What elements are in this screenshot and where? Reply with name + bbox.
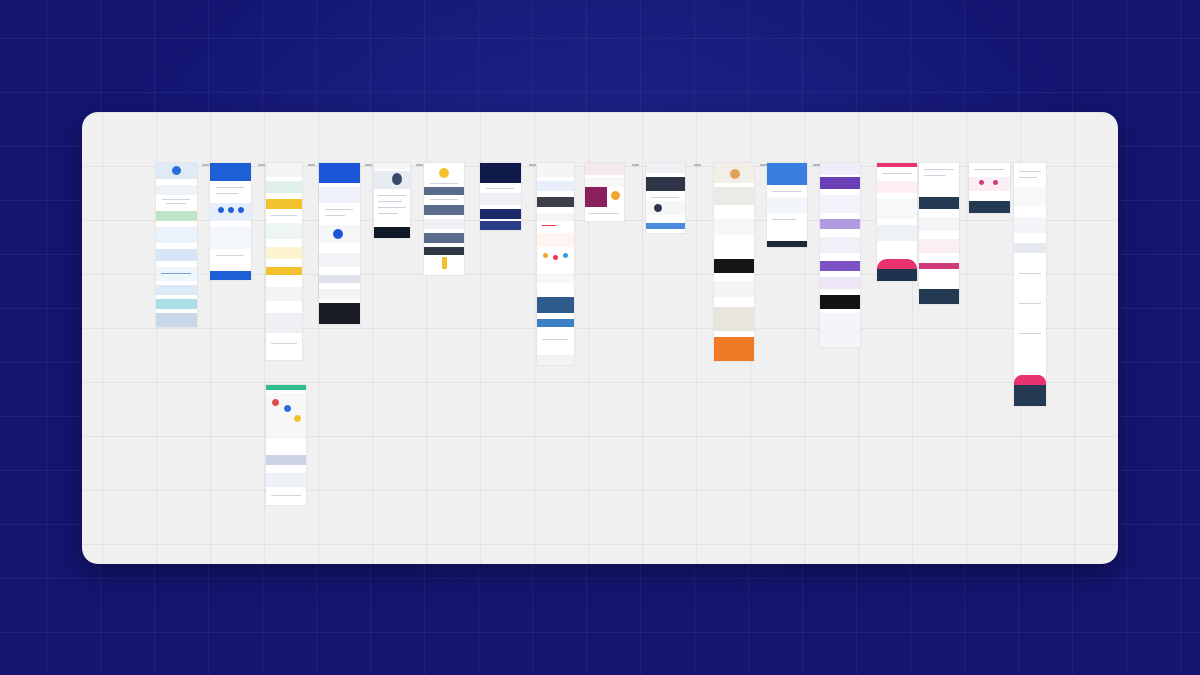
landing-page-thumbnail-7[interactable] <box>480 163 521 230</box>
landing-page-thumbnail-15[interactable] <box>919 163 959 304</box>
frame-label-8 <box>529 164 536 166</box>
landing-page-thumbnail-11[interactable] <box>714 163 754 361</box>
landing-page-thumbnail-4[interactable] <box>319 163 360 324</box>
landing-page-thumbnail-13[interactable] <box>820 163 860 347</box>
landing-page-thumbnail-9[interactable] <box>585 163 624 221</box>
landing-page-thumbnail-8[interactable] <box>537 163 574 365</box>
frame-label-4 <box>308 164 315 166</box>
landing-page-thumbnail-3[interactable] <box>266 163 302 360</box>
landing-page-thumbnail-6[interactable] <box>424 163 464 275</box>
landing-page-thumbnail-1[interactable] <box>156 163 197 327</box>
landing-page-thumbnail-10[interactable] <box>646 163 685 233</box>
landing-page-thumbnail-12[interactable] <box>767 163 807 247</box>
landing-page-thumbnail-16[interactable] <box>969 163 1010 213</box>
frame-label-3 <box>258 164 265 166</box>
whiteboard-canvas[interactable] <box>82 112 1118 564</box>
landing-page-thumbnail-3b[interactable] <box>266 385 306 505</box>
landing-page-thumbnail-17[interactable] <box>1014 163 1046 406</box>
frame-label-11 <box>694 164 701 166</box>
frame-label-6 <box>416 164 423 166</box>
landing-page-thumbnail-14[interactable] <box>877 163 917 281</box>
frame-label-10 <box>632 164 639 166</box>
landing-page-thumbnail-5[interactable] <box>374 163 410 238</box>
frame-label-5 <box>365 164 372 166</box>
frame-label-2 <box>202 164 209 166</box>
landing-page-thumbnail-2[interactable] <box>210 163 251 280</box>
frame-label-13 <box>813 164 820 166</box>
frame-label-12 <box>760 164 767 166</box>
